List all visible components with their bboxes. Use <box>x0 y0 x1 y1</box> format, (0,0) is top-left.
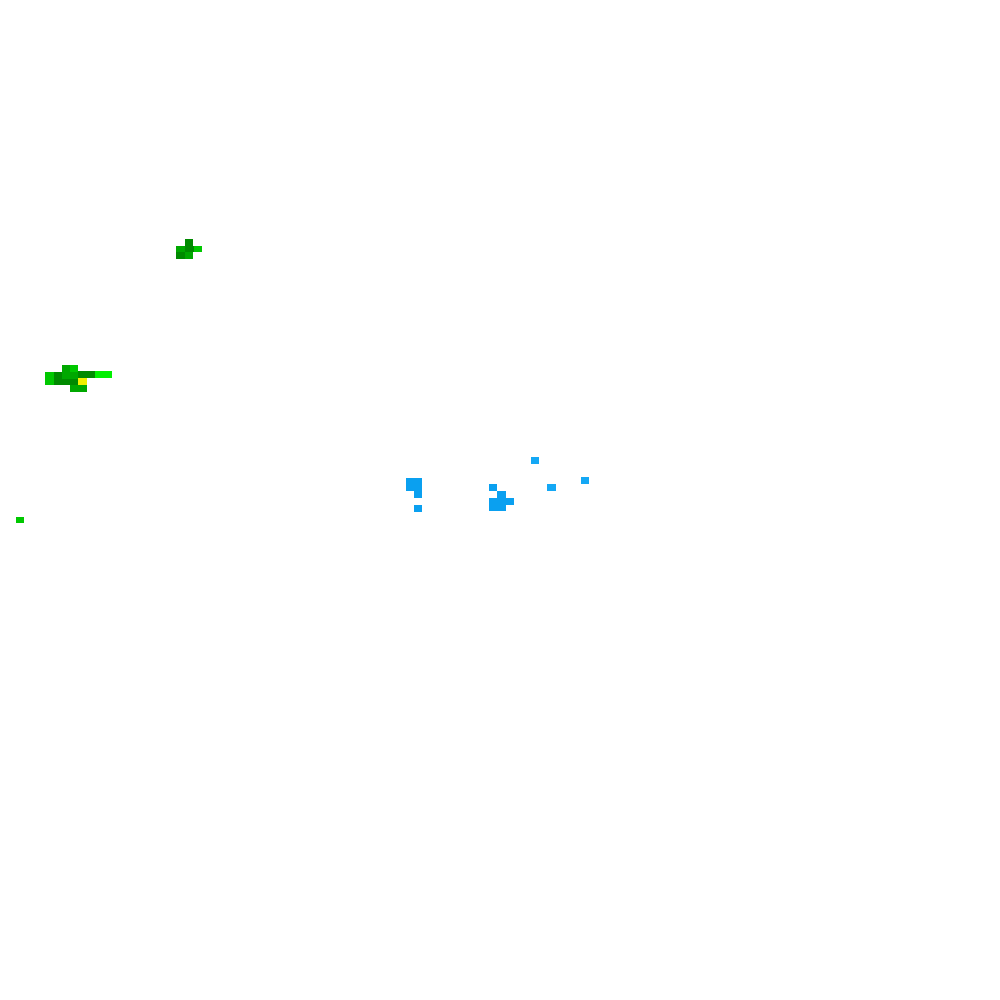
blue-pixel-8 <box>547 484 556 491</box>
blue-pixel-2 <box>414 505 422 512</box>
blue-pixel-0 <box>406 478 422 491</box>
green-pixel-2 <box>185 246 194 252</box>
blue-pixel-5 <box>489 498 506 511</box>
green-pixel-13 <box>78 378 87 385</box>
green-pixel-1 <box>185 239 193 246</box>
green-pixel-11 <box>78 371 95 378</box>
green-pixel-14 <box>70 385 87 392</box>
green-pixel-0 <box>176 246 185 252</box>
green-pixel-10 <box>62 372 78 379</box>
green-vegetation-layer <box>16 239 202 523</box>
blue-pixel-1 <box>414 490 422 498</box>
blue-pixel-3 <box>489 484 497 491</box>
blue-pixel-6 <box>506 498 514 505</box>
green-pixel-8 <box>45 372 54 385</box>
blue-pixel-7 <box>531 457 539 464</box>
green-pixel-7 <box>70 365 78 372</box>
green-pixel-5 <box>185 252 193 259</box>
green-pixel-4 <box>176 252 185 259</box>
green-pixel-12 <box>95 371 112 378</box>
green-pixel-3 <box>194 246 202 252</box>
blue-water-layer <box>406 457 589 512</box>
blue-pixel-4 <box>497 491 506 498</box>
blue-pixel-9 <box>581 477 589 484</box>
green-pixel-15 <box>16 517 24 523</box>
